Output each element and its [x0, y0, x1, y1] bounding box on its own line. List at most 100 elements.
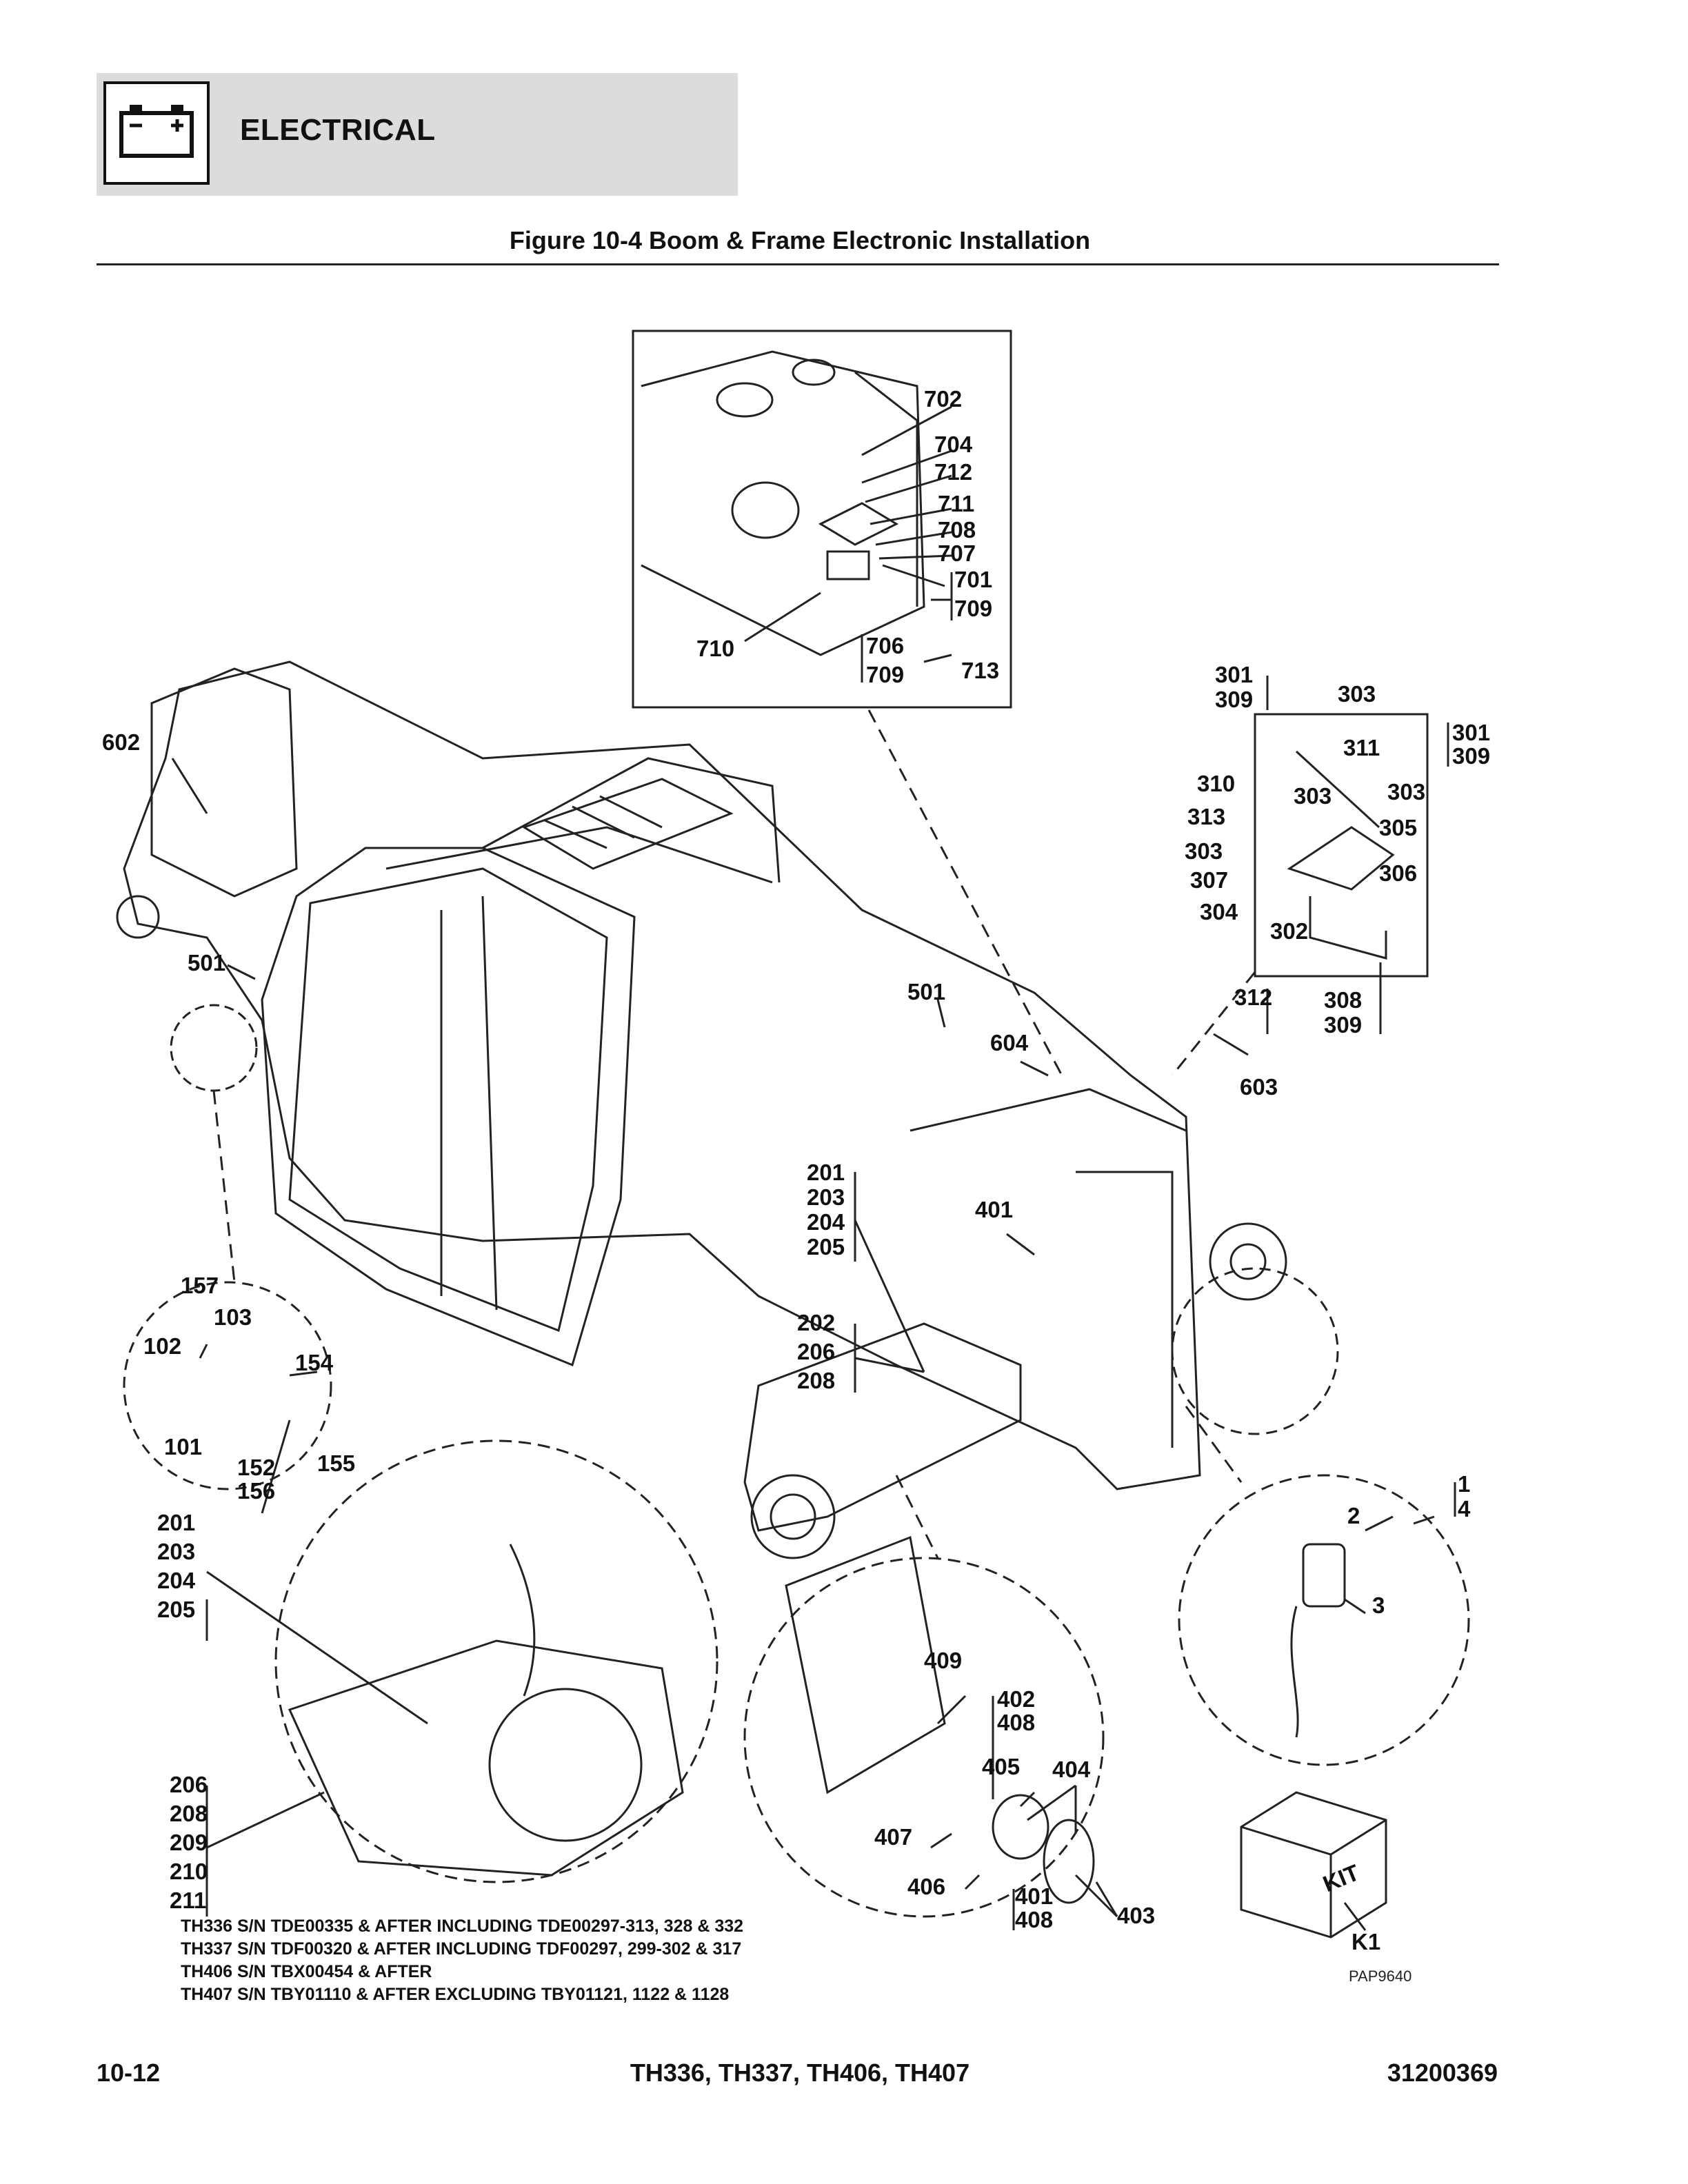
callout-155: 155 — [317, 1450, 355, 1476]
callout-301-b: 301 — [1452, 720, 1490, 745]
art-number: PAP9640 — [1349, 1968, 1411, 1985]
callout-709-b: 709 — [866, 662, 904, 687]
callout-408-b: 408 — [1015, 1907, 1053, 1932]
callout-152: 152 — [237, 1455, 275, 1480]
callout-3: 3 — [1372, 1593, 1385, 1618]
callout-713: 713 — [961, 658, 999, 683]
callout-602: 602 — [102, 729, 140, 755]
detail-circle-3 — [1178, 1474, 1470, 1766]
callout-501: 501 — [188, 950, 225, 975]
callout-702: 702 — [924, 386, 962, 412]
callout-710: 710 — [696, 636, 734, 661]
callout-501-b: 501 — [907, 979, 945, 1004]
callout-307: 307 — [1190, 867, 1228, 893]
callout-1: 1 — [1458, 1471, 1470, 1497]
callout-202: 202 — [797, 1310, 835, 1335]
callout-304: 304 — [1200, 899, 1238, 924]
callout-401: 401 — [975, 1197, 1013, 1222]
page-number: 10-12 — [97, 2059, 161, 2087]
callout-156: 156 — [237, 1478, 275, 1504]
callout-709: 709 — [954, 596, 992, 621]
callout-4: 4 — [1458, 1496, 1471, 1521]
callout-303-d: 303 — [1185, 838, 1223, 864]
callout-203-b: 203 — [157, 1539, 195, 1564]
callout-603: 603 — [1240, 1074, 1278, 1100]
serial-note: TH336 S/N TDE00335 & AFTER INCLUDING TDE… — [181, 1917, 744, 1936]
callout-305: 305 — [1379, 815, 1417, 840]
callout-302: 302 — [1270, 918, 1308, 944]
callout-2: 2 — [1347, 1503, 1360, 1528]
callout-206-b: 206 — [170, 1772, 208, 1797]
serial-note: TH337 S/N TDF00320 & AFTER INCLUDING TDF… — [181, 1939, 742, 1959]
sensor-bracket-inset — [1254, 713, 1429, 978]
callout-708: 708 — [938, 517, 976, 543]
callout-201: 201 — [807, 1160, 845, 1185]
callout-309-c: 309 — [1324, 1012, 1362, 1038]
callout-707: 707 — [938, 540, 976, 566]
callout-308: 308 — [1324, 987, 1362, 1013]
kit-label: KIT — [1319, 1859, 1363, 1897]
callout-402: 402 — [997, 1686, 1035, 1712]
footer-models: TH336, TH337, TH406, TH407 — [630, 2059, 970, 2087]
detail-circle-axle — [1171, 1267, 1339, 1435]
detail-circle-201 — [274, 1439, 719, 1883]
callout-704: 704 — [934, 432, 973, 457]
callout-306: 306 — [1379, 860, 1417, 886]
callout-204: 204 — [807, 1209, 845, 1235]
callout-208: 208 — [797, 1368, 835, 1393]
callout-201-b: 201 — [157, 1510, 195, 1535]
callout-701: 701 — [954, 567, 992, 592]
callout-404: 404 — [1052, 1757, 1091, 1782]
callout-706: 706 — [866, 633, 904, 658]
callout-309-b: 309 — [1452, 743, 1490, 769]
callout-157: 157 — [181, 1273, 219, 1298]
callout-205-b: 205 — [157, 1597, 195, 1622]
callout-313: 313 — [1187, 804, 1225, 829]
callout-311: 311 — [1343, 735, 1380, 760]
section-title: ELECTRICAL — [240, 113, 436, 147]
frame-outline — [123, 660, 1201, 1490]
callout-301: 301 — [1215, 662, 1253, 687]
battery-icon — [103, 81, 210, 185]
callout-403: 403 — [1117, 1903, 1155, 1928]
callout-101: 101 — [164, 1434, 202, 1459]
callout-310: 310 — [1197, 771, 1235, 796]
callout-205: 205 — [807, 1234, 845, 1260]
callout-103: 103 — [214, 1304, 252, 1330]
callout-102: 102 — [143, 1333, 181, 1359]
callout-309: 309 — [1215, 687, 1253, 712]
kit-box — [1240, 1791, 1387, 1939]
callout-401-b: 401 — [1015, 1883, 1053, 1909]
callout-711: 711 — [938, 491, 974, 516]
detail-circle-501 — [170, 1004, 258, 1092]
serial-notes: TH336 S/N TDE00335 & AFTER INCLUDING TDE… — [181, 1915, 743, 2006]
callout-604: 604 — [990, 1030, 1029, 1055]
callout-712: 712 — [934, 459, 972, 485]
callout-203: 203 — [807, 1184, 845, 1210]
detail-circle-101 — [123, 1281, 332, 1490]
title-rule — [97, 263, 1499, 265]
callout-211: 211 — [170, 1888, 206, 1913]
serial-note: TH407 S/N TBY01110 & AFTER EXCLUDING TBY… — [181, 1985, 730, 2004]
boom-head-inset — [632, 330, 1012, 709]
callout-303: 303 — [1338, 681, 1376, 707]
callout-303-b: 303 — [1294, 783, 1332, 809]
callout-154: 154 — [295, 1350, 334, 1375]
serial-note: TH406 S/N TBX00454 & AFTER — [181, 1962, 432, 1981]
cab-outline — [261, 847, 636, 1367]
callout-405: 405 — [982, 1754, 1020, 1779]
callout-407: 407 — [874, 1824, 912, 1850]
detail-circle-402 — [743, 1557, 1105, 1918]
callout-209: 209 — [170, 1830, 208, 1855]
figure-title: Figure 10-4 Boom & Frame Electronic Inst… — [509, 226, 1091, 254]
callout-406: 406 — [907, 1874, 945, 1899]
callout-k1: K1 — [1352, 1929, 1380, 1954]
doc-number: 31200369 — [1387, 2059, 1498, 2087]
callout-303-c: 303 — [1387, 779, 1425, 805]
callout-210: 210 — [170, 1859, 208, 1884]
callout-312: 312 — [1234, 984, 1272, 1010]
callout-206: 206 — [797, 1339, 835, 1364]
callout-409: 409 — [924, 1648, 962, 1673]
callout-208-b: 208 — [170, 1801, 208, 1826]
